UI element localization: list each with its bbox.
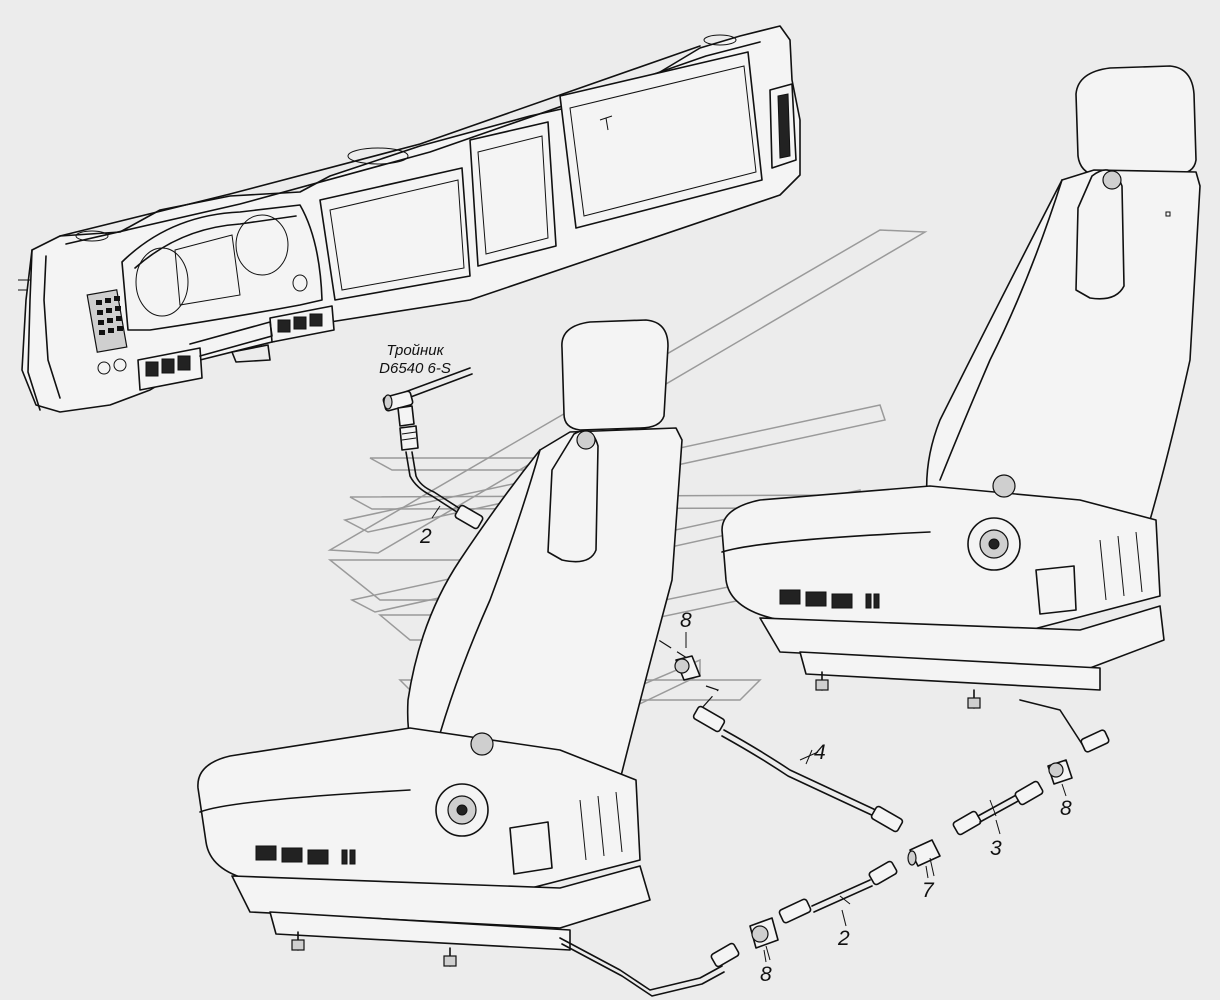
- callout-8-bottom: 8: [760, 963, 772, 986]
- fitting-8-mid: [674, 655, 720, 709]
- tube-3: [952, 699, 1110, 836]
- seat-front: [197, 319, 683, 967]
- fitting-8-bottom: [749, 917, 779, 961]
- tee-name: Тройник: [386, 342, 444, 359]
- fitting-7: [907, 839, 941, 877]
- callout-8-mid: 8: [680, 609, 692, 632]
- callout-7: 7: [922, 879, 934, 902]
- tee-code: D6540 6-S: [379, 360, 451, 377]
- seat-rear: [721, 65, 1201, 709]
- callout-leaders: [431, 505, 1067, 963]
- callout-3: 3: [990, 837, 1002, 860]
- tube-under-seat: [559, 937, 740, 997]
- tee-label: Тройник D6540 6-S: [360, 342, 470, 378]
- fitting-8-right: [1047, 759, 1073, 785]
- dashboard-panel: [18, 25, 801, 413]
- callout-2-lower: 2: [838, 927, 850, 950]
- callout-4: 4: [814, 741, 826, 764]
- callout-2-upper: 2: [420, 525, 432, 548]
- callout-8-right: 8: [1060, 797, 1072, 820]
- tube-4: [692, 705, 904, 833]
- tube-2-lower: [778, 860, 898, 924]
- tube-2-upper: [405, 451, 691, 661]
- tee-fitting: [382, 367, 473, 451]
